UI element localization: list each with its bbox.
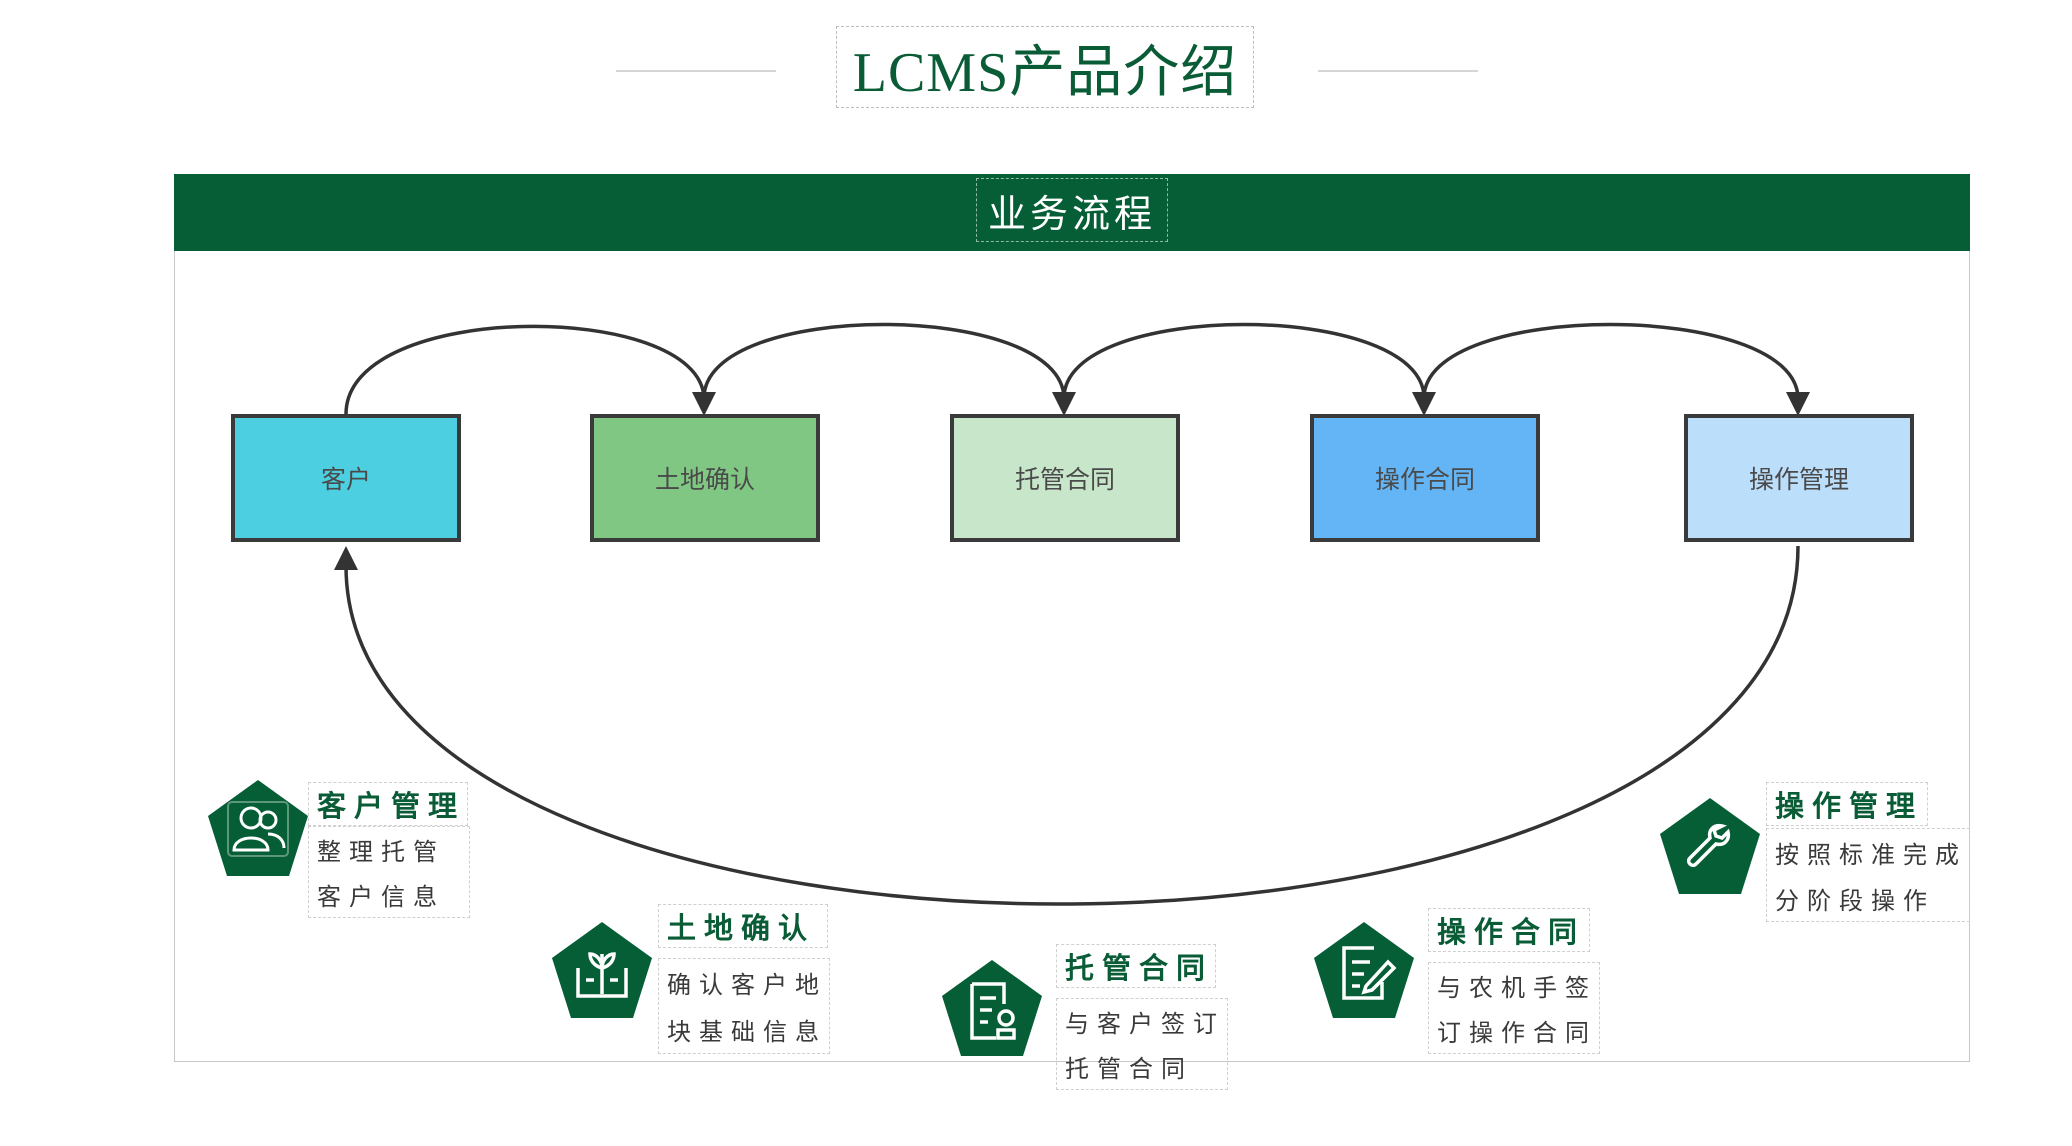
edit-document-icon [1312,920,1416,1020]
step-box-trust-contract: 托管合同 [950,414,1180,542]
module-description: 确认客户地 块基础信息 [658,958,830,1054]
arrowhead-land [692,392,716,416]
arrow-land-to-trust [702,322,1066,399]
title-left-rule [616,70,776,72]
step-label: 托管合同 [1014,465,1115,494]
module-title: 托管合同 [1056,944,1216,988]
arrow-operation-contract-to-management [1422,322,1800,399]
step-box-operation-management: 操作管理 [1684,414,1914,542]
arrowhead-customer [334,546,358,570]
module-title: 操作合同 [1428,908,1590,952]
step-label: 操作管理 [1748,465,1849,494]
step-label: 客户 [320,465,371,494]
step-box-operation-contract: 操作合同 [1310,414,1540,542]
module-description: 与客户签订 托管合同 [1056,998,1228,1090]
panel-header-underline [174,248,1970,251]
module-description: 与农机手签 订操作合同 [1428,962,1600,1054]
arrow-management-to-customer [344,545,1800,906]
process-panel [174,174,1970,1062]
module-title: 操作管理 [1766,782,1928,826]
arrow-customer-to-land [344,324,706,415]
arrow-trust-to-operation-contract [1062,322,1426,399]
module-title: 客户管理 [308,782,468,826]
step-box-land-confirm: 土地确认 [590,414,820,542]
module-description: 按照标准完成 分阶段操作 [1766,828,1970,922]
module-line: 订操作合同 [1437,1019,1597,1047]
contract-document-icon [940,958,1044,1058]
land-plant-icon [550,920,654,1020]
arrowhead-operation-contract [1412,392,1436,416]
people-icon [206,778,310,878]
module-line: 托管合同 [1065,1055,1193,1083]
module-line: 确认客户地 [667,971,827,999]
step-box-customer: 客户 [231,414,461,542]
arrowhead-trust [1052,392,1076,416]
step-label: 土地确认 [654,465,755,494]
step-label: 操作合同 [1374,465,1475,494]
section-title-frame: 业务流程 [976,178,1168,242]
module-description: 整理托管 客户信息 [308,826,470,918]
page-title: LCMS产品介绍 [852,41,1238,104]
module-line: 与客户签订 [1065,1010,1225,1038]
module-line: 客户信息 [317,883,445,911]
module-line: 分阶段操作 [1775,886,1935,915]
title-right-rule [1318,70,1478,72]
module-line: 整理托管 [317,838,445,866]
module-line: 与农机手签 [1437,974,1597,1002]
page-title-frame: LCMS产品介绍 [836,26,1254,108]
module-line: 块基础信息 [667,1018,827,1046]
module-title: 土地确认 [658,904,828,948]
module-line: 按照标准完成 [1775,840,1967,869]
wrench-icon [1658,796,1762,896]
arrowhead-management [1786,392,1810,416]
panel-header [174,174,1970,248]
section-title: 业务流程 [987,191,1156,236]
